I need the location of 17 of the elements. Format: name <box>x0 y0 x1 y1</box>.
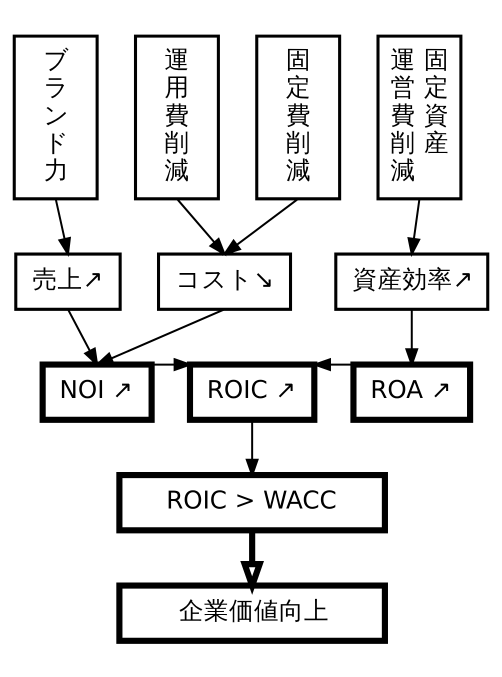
arrow <box>240 530 264 595</box>
node-box: コスト↘ <box>157 252 292 311</box>
node-box: 企業価値向上 <box>116 582 388 644</box>
node-box: ROIC ↗ <box>186 362 318 423</box>
node-box: 売上↗ <box>14 252 122 311</box>
node-box: 運営費削減 固定資産 <box>376 34 462 200</box>
arrow <box>222 198 299 256</box>
node-box: 運用費削減 <box>134 34 220 200</box>
arrow <box>176 198 226 256</box>
arrow <box>407 198 421 258</box>
node-box: 固定費削減 <box>255 34 342 200</box>
node-box: ROA ↗ <box>350 362 474 423</box>
node-box: 資産効率↗ <box>334 252 490 311</box>
node-box: NOI ↗ <box>40 362 155 423</box>
node-box: ブランド力 <box>12 34 99 200</box>
node-box: ROIC > WACC <box>116 472 388 534</box>
arrow <box>54 198 72 258</box>
